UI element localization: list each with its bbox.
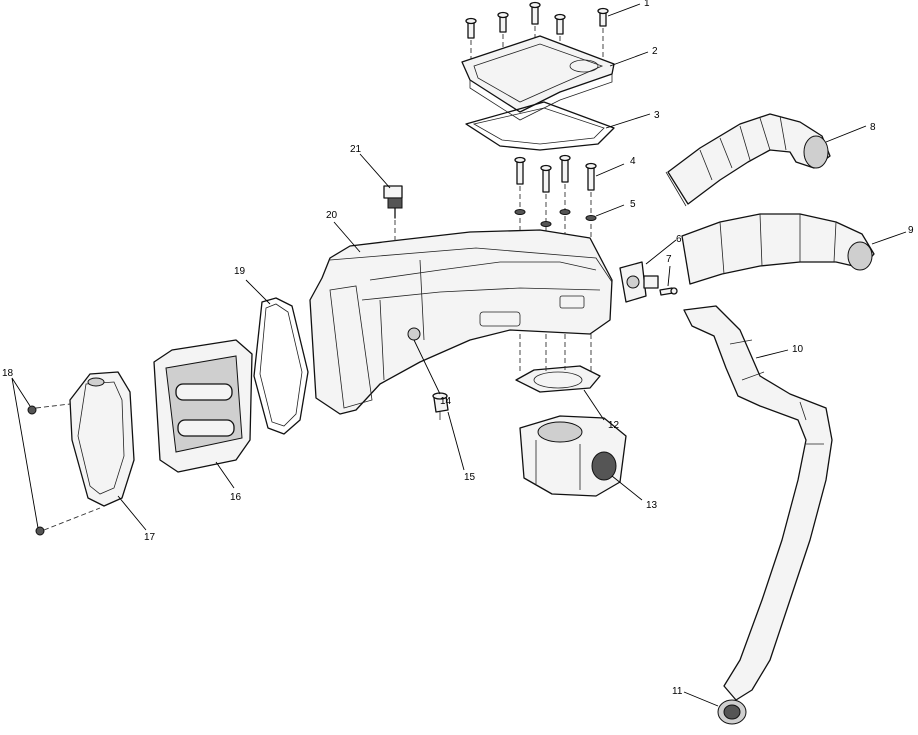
part-2-airbox-cover [461,35,615,121]
callout-20: 20 [326,210,338,221]
callout-16: 16 [230,492,242,503]
callout-12: 12 [608,420,620,431]
callout-10: 10 [792,344,804,355]
callout-4: 4 [630,156,636,167]
part-3-cover-gasket [465,101,615,151]
callout-15: 15 [464,472,476,483]
part-6-sensor [619,261,659,303]
part-21-sensor-plug [383,185,403,244]
part-19-seal [253,297,309,435]
part-9-intake-duct [681,213,875,285]
part-16-air-filter [153,339,253,473]
callout-18: 18 [2,368,14,379]
callout-19: 19 [234,266,246,277]
part-7-screw [659,287,678,296]
callout-17: 17 [144,532,156,543]
callout-14: 14 [440,396,452,407]
part-4-screws [514,154,597,300]
callout-8: 8 [870,122,876,133]
part-8-intake-duct [665,113,831,207]
callout-11: 11 [672,686,683,697]
callout-7: 7 [666,254,672,265]
part-18-screws [27,403,101,536]
leader-lines [11,3,907,707]
part-1-screws [465,1,609,62]
part-10-hose [683,305,833,701]
callout-21: 21 [350,144,362,155]
callout-6: 6 [676,234,682,245]
callout-labels: 1 2 3 4 5 6 7 8 9 10 11 12 13 14 15 16 1… [2,0,914,697]
part-11-hose-fitting [717,699,747,725]
part-14-fitting [407,327,421,341]
part-12-gasket [515,334,601,393]
callout-13: 13 [646,500,658,511]
part-17-filter-cover [69,371,135,507]
part-15-drain-plug [432,392,449,420]
callout-9: 9 [908,225,914,236]
callout-2: 2 [652,46,658,57]
part-5-washers [514,209,597,227]
callout-3: 3 [654,110,660,121]
callout-1: 1 [644,0,650,9]
part-20-airbox [309,229,613,415]
callout-5: 5 [630,199,636,210]
part-13-throttle-body [519,415,627,497]
